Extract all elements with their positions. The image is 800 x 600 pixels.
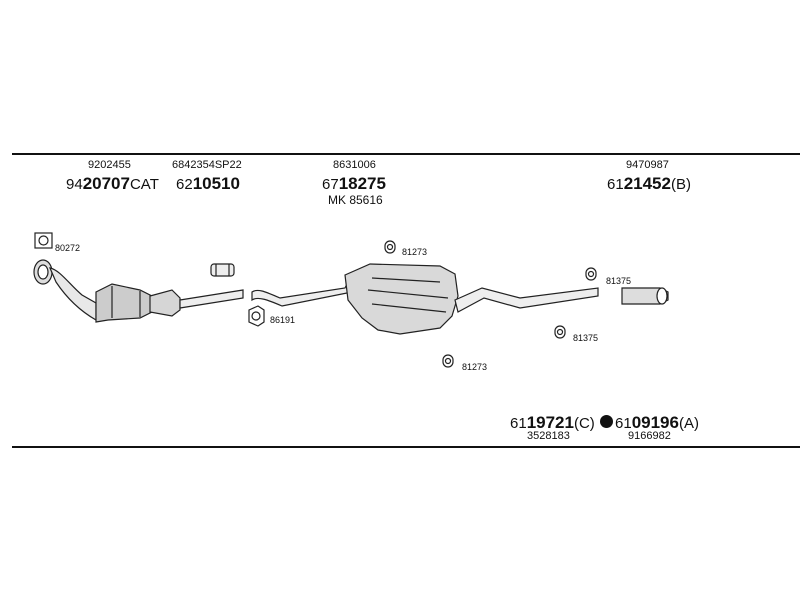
part-ref-4: 9470987 (626, 159, 669, 171)
part-suffix: CAT (129, 176, 159, 193)
part-number-3: 6718275 (322, 175, 386, 192)
part-ref-1: 9202455 (88, 159, 131, 171)
part-suffix: (B) (670, 176, 691, 193)
part-prefix: 61 (615, 415, 632, 432)
rear-muffler (344, 263, 459, 335)
top-rule (12, 153, 800, 155)
part-ref-6: 9166982 (628, 430, 671, 442)
part-extra-3: MK 85616 (328, 193, 383, 207)
intermediate-pipe (179, 289, 244, 309)
part-number-5: 6119721(C) (510, 414, 595, 431)
part-bold: 19721 (526, 413, 574, 432)
filled-bullet-icon (600, 415, 613, 428)
tail-pipe (454, 287, 599, 313)
resonator (149, 289, 181, 317)
label-hanger-4: 81375 (573, 333, 599, 343)
gasket-mid-icon (248, 305, 265, 327)
part-bold: 21452 (623, 174, 671, 193)
part-prefix: 94 (66, 176, 83, 193)
part-ref-5: 3528183 (527, 430, 570, 442)
part-ref-3: 8631006 (333, 159, 376, 171)
part-number-2: 6210510 (176, 175, 240, 192)
middle-pipe (251, 276, 353, 307)
part-bold: 20707 (82, 174, 130, 193)
label-hanger-1: 81273 (402, 247, 428, 257)
part-bold: 18275 (338, 174, 386, 193)
part-ref-2: 6842354SP22 (172, 159, 242, 171)
part-suffix: (A) (678, 415, 699, 432)
label-hanger-2: 81273 (462, 362, 488, 372)
gasket-icon (34, 232, 53, 249)
part-bold: 10510 (192, 174, 240, 193)
front-flange (33, 259, 53, 285)
part-prefix: 61 (607, 176, 624, 193)
catalytic-converter (95, 283, 153, 323)
part-number-4: 6121452(B) (607, 175, 691, 192)
front-pipe (48, 267, 97, 322)
hanger-icon (384, 240, 597, 368)
part-prefix: 61 (510, 415, 527, 432)
part-prefix: 67 (322, 176, 339, 193)
label-gasket-mid: 86191 (270, 315, 296, 325)
part-number-6: 6109196(A) (615, 414, 699, 431)
bottom-rule (12, 446, 800, 448)
label-hanger-3: 81375 (606, 276, 632, 286)
label-gasket-front: 80272 (55, 243, 81, 253)
part-suffix: (C) (573, 415, 595, 432)
clamp-sleeve-icon (210, 263, 235, 277)
part-prefix: 62 (176, 176, 193, 193)
part-number-1: 9420707CAT (66, 175, 159, 192)
part-bold: 09196 (631, 413, 679, 432)
